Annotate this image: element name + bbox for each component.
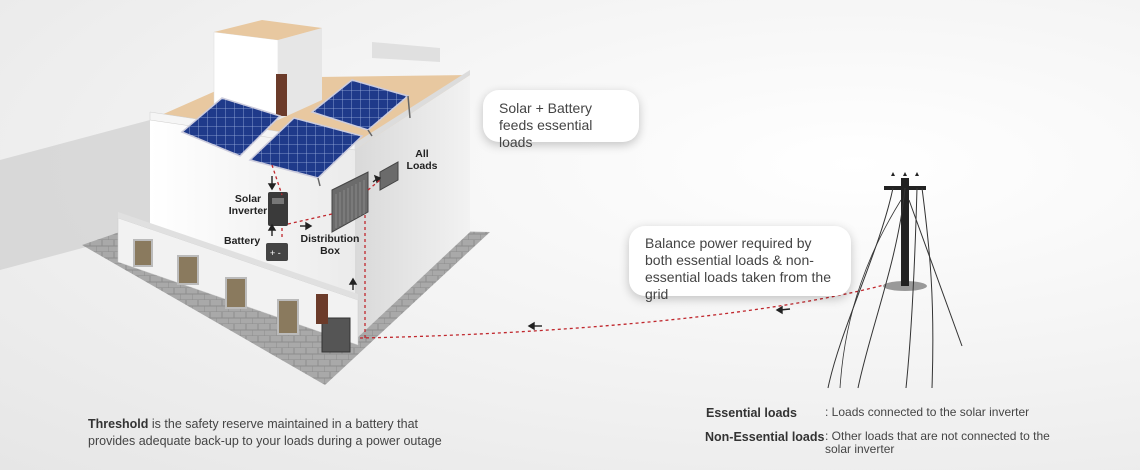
power-line-grid <box>359 281 896 339</box>
stair-door <box>276 74 287 116</box>
callout-grid-balance: Balance power required by both essential… <box>629 226 851 302</box>
legend-essential-definition: : Loads connected to the solar inverter <box>825 405 1030 419</box>
battery-unit <box>266 243 288 261</box>
flow-arrows-grid <box>527 305 791 331</box>
power-line-house-internal <box>271 164 381 338</box>
label-solar-inverter: Solar Inverter <box>228 193 268 217</box>
flow-arrows-house <box>267 174 382 290</box>
legend-nonessential-definition: : Other loads that are not connected to … <box>825 429 1050 456</box>
solar-panel-middle <box>248 117 364 187</box>
window-4 <box>277 299 299 335</box>
legend-essential-term: Essential loads <box>706 406 798 420</box>
window-2 <box>177 255 199 285</box>
ground-shadow <box>0 120 150 270</box>
threshold-term: Threshold <box>88 417 149 431</box>
label-all-loads: All Loads <box>406 148 438 172</box>
window-3 <box>225 277 247 309</box>
solar-panel-right-top <box>310 79 411 137</box>
entry-door <box>316 294 328 324</box>
legend-nonessential-term: Non-Essential loads <box>705 430 825 444</box>
parapet-side <box>355 70 470 150</box>
label-battery: Battery <box>224 235 261 247</box>
solar-panel-left <box>180 97 282 157</box>
threshold-text: is the safety reserve maintained in a ba… <box>88 417 442 448</box>
label-distribution-box: Distribution Box <box>300 233 360 257</box>
utility-pole <box>827 172 963 389</box>
svg-text:+ -: + - <box>270 248 281 258</box>
stair-block-top <box>214 20 322 40</box>
callout-solar-battery: Solar + Battery feeds essential loads <box>483 90 639 150</box>
distribution-box <box>331 171 369 233</box>
window-1 <box>133 239 153 267</box>
building-side-wall <box>355 75 470 340</box>
threshold-note: Threshold is the safety reserve maintain… <box>88 416 468 450</box>
gate <box>321 317 351 353</box>
all-loads-box <box>379 161 399 191</box>
stair-block-side <box>278 28 322 120</box>
